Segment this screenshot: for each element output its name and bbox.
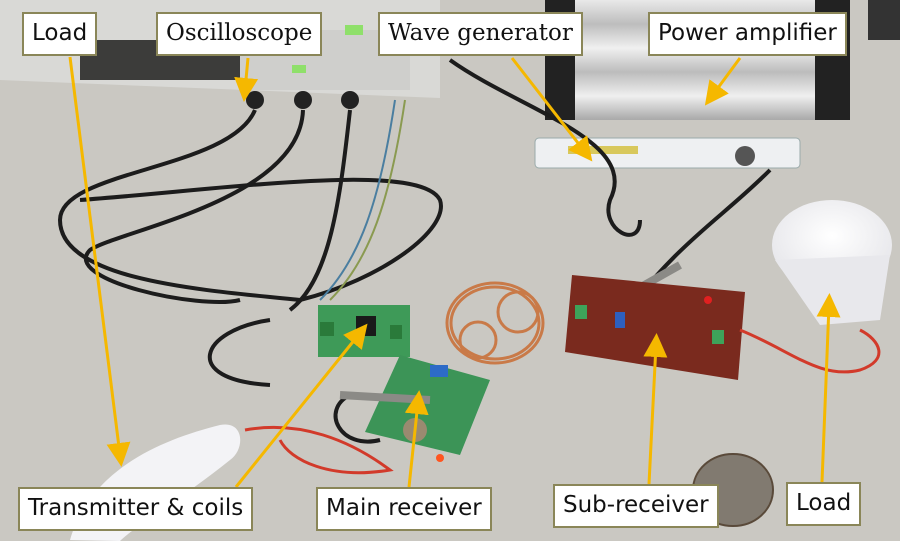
label-transmitter-coils: Transmitter & coils [18, 487, 254, 531]
leader-oscilloscope [234, 57, 259, 102]
coils [445, 281, 545, 365]
wave-generator-device [534, 137, 801, 169]
sub-receiver-board [565, 275, 745, 380]
leader-load-left [68, 56, 131, 467]
leader-wave-generator [510, 57, 593, 162]
label-wave-generator: Wave generator [378, 12, 583, 56]
leader-transmitter [234, 323, 368, 488]
leader-main-receiver [404, 390, 429, 488]
label-power-amplifier: Power amplifier [648, 12, 847, 56]
label-main-receiver: Main receiver [316, 487, 492, 531]
label-oscilloscope: Oscilloscope [156, 12, 323, 56]
label-load-right: Load [786, 482, 862, 526]
label-sub-receiver: Sub-receiver [553, 484, 719, 528]
label-load-left: Load [22, 12, 98, 56]
leader-sub-receiver [643, 333, 668, 485]
red-cables [244, 328, 881, 475]
leader-power-amplifier [704, 57, 742, 106]
leader-lines [68, 56, 841, 488]
leader-load-right [816, 293, 841, 483]
bulb-right [772, 200, 892, 325]
